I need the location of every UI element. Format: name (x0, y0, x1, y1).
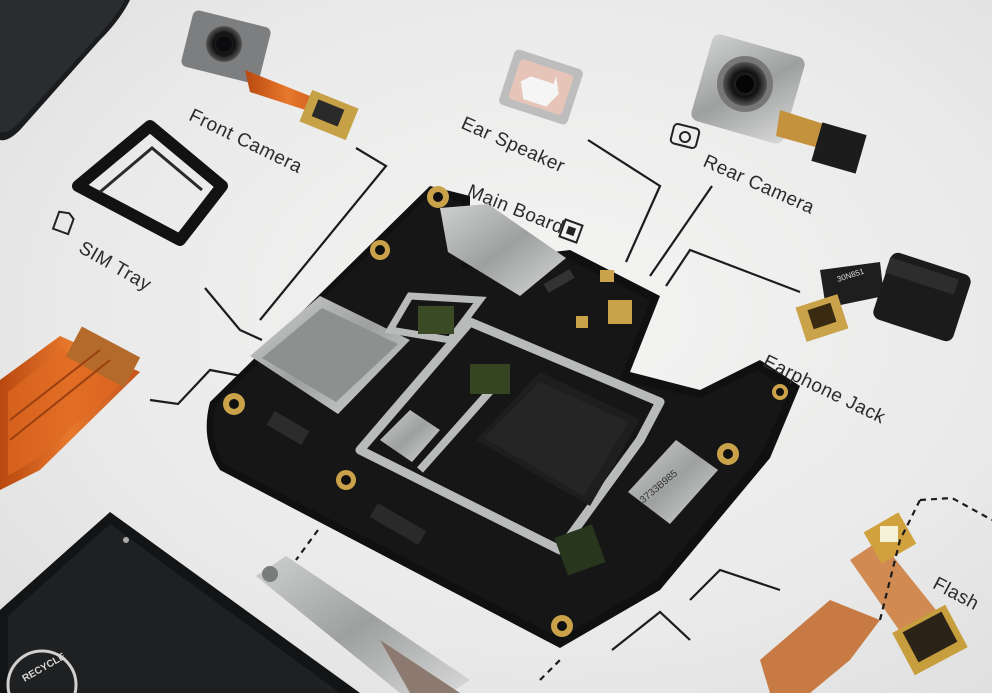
line-flash (689, 568, 781, 601)
chip-icon (558, 218, 584, 244)
line-rear-camera (649, 185, 713, 277)
dashed-line-bracket (295, 529, 319, 561)
ear-speaker-module (499, 49, 583, 125)
camera-icon (669, 123, 701, 149)
line-flex (149, 368, 263, 406)
callout-lines (149, 139, 992, 681)
sim-tray-part (72, 120, 228, 246)
line-earphone-jack (665, 248, 801, 294)
metal-bracket (256, 556, 470, 693)
line-lower (611, 610, 691, 651)
earphone-jack-module: 30N851 (795, 252, 971, 342)
flex-cable-left (0, 326, 141, 490)
main-board: 3733B985 (206, 186, 800, 648)
flash-module (760, 512, 968, 693)
dashed-line-flash (919, 496, 992, 521)
line-ear-speaker (587, 139, 662, 263)
phone-body (0, 0, 130, 141)
front-camera-module (181, 10, 359, 141)
line-sim-tray (204, 287, 263, 342)
sim-card-icon (51, 210, 75, 236)
dashed-line-flash-2 (878, 499, 921, 621)
battery: RECYCLE (0, 512, 360, 693)
line-front-camera (259, 147, 388, 321)
rear-camera-module (691, 34, 867, 174)
